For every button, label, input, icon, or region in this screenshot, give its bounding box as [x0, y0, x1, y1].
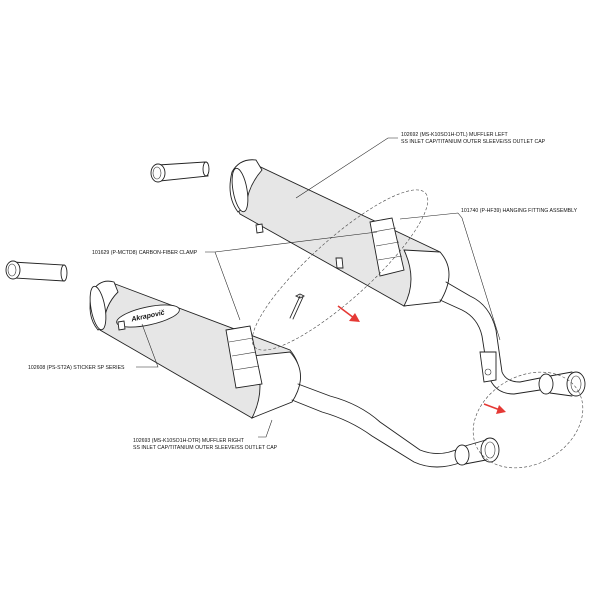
muffler-left: [229, 159, 586, 397]
red-arrow-upper: [337, 305, 360, 322]
leader-clamp: [205, 231, 378, 321]
label-clamp: 101629 (P-MCTD8) CARBON-FIBER CLAMP: [92, 250, 198, 256]
muffler-right: Akrapovič: [89, 280, 500, 468]
label-hanging-fitting-line1: 101740 (P-HF39) HANGING FITTING ASSEMBLY: [461, 208, 578, 214]
label-clamp-line1: 101629 (P-MCTD8) CARBON-FIBER CLAMP: [92, 250, 198, 256]
label-sticker-line1: 102608 (PS-ST2A) STICKER SP SERIES: [28, 365, 125, 371]
hardware-fasteners: [117, 223, 344, 331]
outlet-clamp-callout-ellipse: [472, 371, 584, 469]
label-hanging-fitting: 101740 (P-HF39) HANGING FITTING ASSEMBLY: [461, 208, 578, 214]
hanging-fitting-callout-ellipse: [251, 189, 429, 351]
label-sticker: 102608 (PS-ST2A) STICKER SP SERIES: [28, 365, 125, 371]
label-muffler-right-line1: 102693 (MS-K10SO1H-DTR) MUFFLER RIGHT: [133, 438, 245, 444]
red-arrow-lower: [483, 403, 506, 414]
lower-inlet-pipe: [5, 260, 68, 282]
label-muffler-right-line2: SS INLET CAP/TITANIUM OUTER SLEEVE/SS OU…: [133, 445, 278, 451]
akrapovic-logo-sticker: Akrapovič: [116, 304, 180, 328]
leader-muffler-left: [295, 137, 398, 199]
leader-muffler-right: [258, 419, 273, 438]
upper-inlet-pipe: [150, 161, 210, 183]
label-muffler-right: 102693 (MS-K10SO1H-DTR) MUFFLER RIGHT SS…: [133, 438, 278, 451]
leader-hanging-fitting: [399, 212, 501, 341]
leader-sticker: [136, 323, 159, 368]
label-muffler-left-line1: 102692 (MS-K10SO1H-DTL) MUFFLER LEFT: [401, 132, 508, 138]
label-muffler-left-line2: SS INLET CAP/TITANIUM OUTER SLEEVE/SS OU…: [401, 139, 546, 145]
label-muffler-left: 102692 (MS-K10SO1H-DTL) MUFFLER LEFT SS …: [401, 132, 546, 145]
